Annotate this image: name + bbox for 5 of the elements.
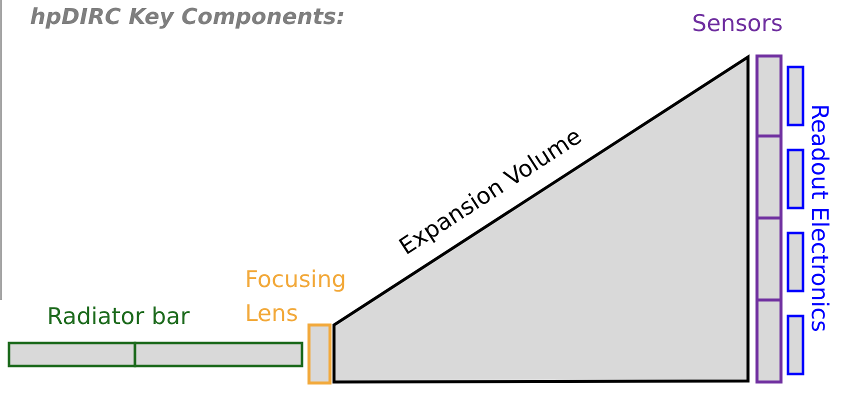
part-label: Readout Electronics bbox=[805, 104, 834, 332]
part-label: Focusing Lens bbox=[245, 266, 345, 329]
part-label: Sensors bbox=[692, 10, 783, 38]
part-label: Radiator bar bbox=[47, 303, 190, 331]
title: hpDIRC Key Components: bbox=[30, 4, 346, 32]
